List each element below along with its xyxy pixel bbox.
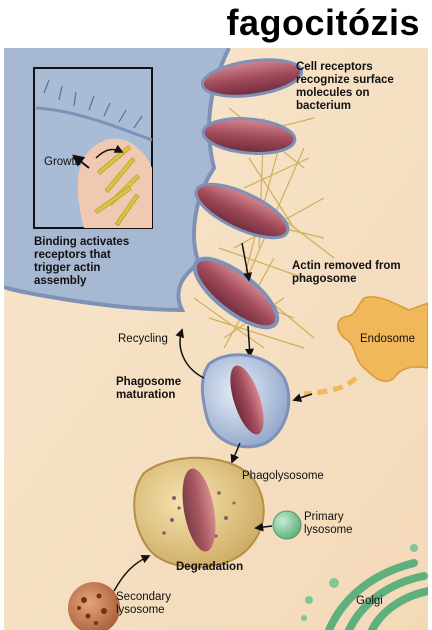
primary-lysosome — [273, 511, 301, 539]
recycling-label: Recycling — [118, 333, 168, 345]
phagosome-maturation-label: Phagosome maturation — [116, 376, 184, 401]
endosome-label: Endosome — [360, 333, 415, 345]
maturing-phagosome — [202, 355, 288, 447]
growth-label: Growth — [44, 156, 81, 168]
primary-lysosome-label: Primary lysosome — [304, 511, 353, 536]
degradation-label: Degradation — [176, 561, 243, 573]
phagocytosis-diagram: Growth — [4, 48, 428, 630]
golgi-label: Golgi — [356, 595, 383, 607]
phagolysosome-label: Phagolysosome — [242, 470, 324, 482]
page-title: fagocitózis — [0, 2, 420, 44]
inset-panel: Growth — [34, 68, 152, 228]
